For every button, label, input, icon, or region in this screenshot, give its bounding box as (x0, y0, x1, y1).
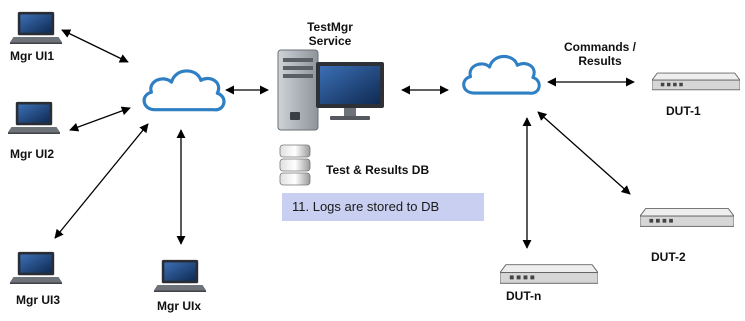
arrow-ui1-cloud (61, 29, 129, 63)
laptop-icon-ui2 (8, 101, 60, 134)
left-network-cloud-icon (142, 69, 226, 112)
server-icon (277, 49, 384, 131)
laptop-icon-uix (154, 259, 206, 292)
note-box: 11. Logs are stored to DB (282, 193, 484, 221)
dut-2-device-icon (640, 208, 734, 227)
client-label-ui3: Mgr UI3 (16, 293, 61, 307)
laptop-icon-ui3 (10, 251, 62, 284)
arrow-ui3-cloud (54, 123, 149, 239)
arrow-cloud2-dut2 (537, 111, 631, 195)
server-title-line2: Service (308, 34, 352, 48)
dut-n-device-icon (500, 264, 598, 284)
device-label-dut2: DUT-2 (651, 250, 686, 264)
database-icon (279, 144, 311, 186)
right-network-cloud-icon (462, 54, 541, 95)
link-label: Commands / Results (555, 40, 645, 68)
device-label-dutn: DUT-n (506, 289, 542, 303)
server-title: TestMgr Service (290, 20, 370, 48)
device-label-dut1: DUT-1 (666, 104, 701, 118)
connection-arrows (54, 29, 635, 249)
dut-1-device-icon (652, 72, 740, 91)
arrow-ui2-cloud (69, 106, 131, 132)
client-label-ui1: Mgr UI1 (10, 49, 55, 63)
laptop-icon-ui1 (10, 11, 62, 44)
database-label: Test & Results DB (326, 163, 430, 177)
server-title-line1: TestMgr (307, 20, 353, 34)
link-label-line1: Commands / (563, 40, 636, 54)
link-label-line2: Results (578, 54, 622, 68)
client-label-uix: Mgr UIx (157, 299, 202, 313)
client-label-ui2: Mgr UI2 (10, 147, 55, 161)
